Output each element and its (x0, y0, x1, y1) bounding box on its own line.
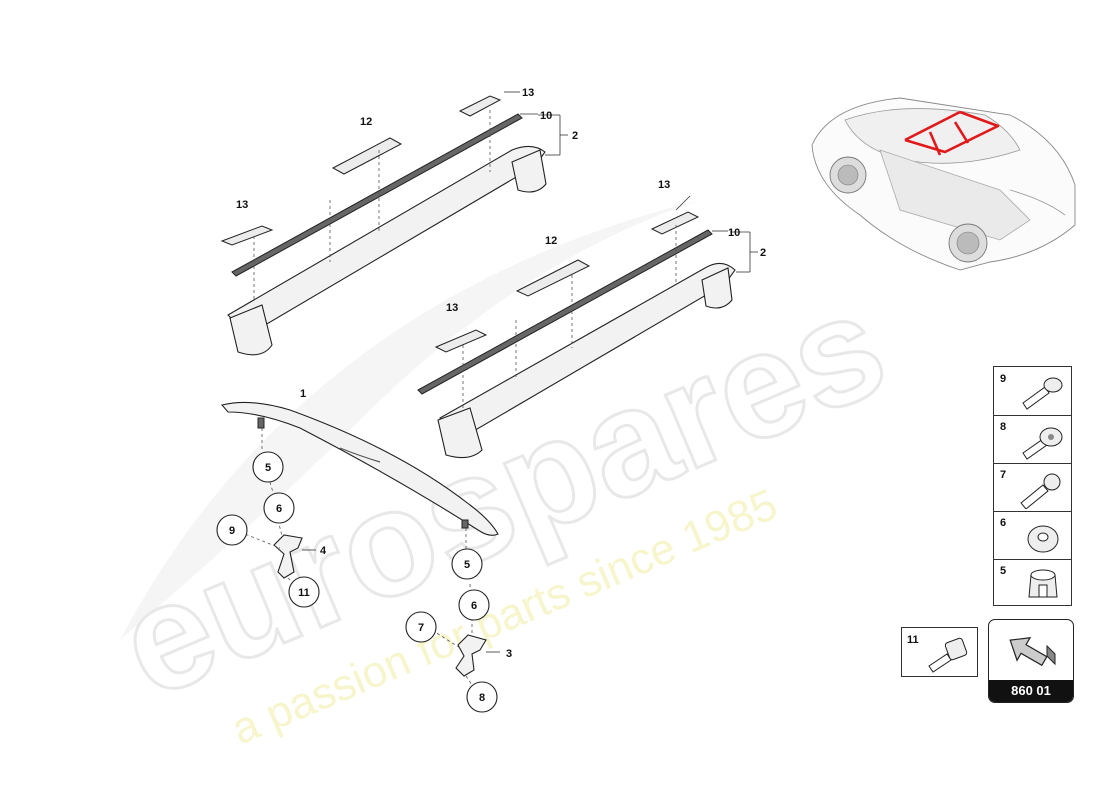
callout-labels: 1 2 2 3 4 10 10 12 12 13 13 13 13 (236, 87, 766, 660)
circle-callouts: 5 6 9 11 5 6 7 8 (216, 451, 498, 713)
callout-5-lower: 5 (464, 559, 470, 571)
legend-item-7: 7 (994, 463, 1071, 512)
flange-bolt-icon (1022, 427, 1063, 460)
crossbar-foot-right-upper (511, 149, 547, 193)
direction-arrow-icon (1009, 637, 1056, 667)
callout-13-lower-right: 13 (658, 179, 670, 191)
diagram-code-box: 860 01 (988, 619, 1074, 703)
adhesive-pad-13-lower-left (434, 329, 488, 353)
callout-7: 7 (418, 622, 424, 634)
car-thumbnail (811, 97, 1076, 271)
adhesive-pad-13-lower-right (650, 211, 700, 235)
legend-item-8: 8 (994, 415, 1071, 464)
rubber-strip-10-lower (417, 229, 713, 395)
watermark: eurospares a passion for parts since 198… (95, 200, 908, 754)
legend-item-6: 6 (994, 511, 1071, 560)
adhesive-pad-13-upper-right (458, 95, 502, 117)
callout-12-lower: 12 (545, 235, 557, 247)
hardware-legend: 9 8 7 6 5 (993, 366, 1072, 606)
callout-13-upper-left: 13 (236, 199, 248, 211)
callout-8: 8 (479, 692, 485, 704)
nut-cap-icon (1028, 569, 1058, 598)
roof-rack-highlight (904, 110, 1000, 156)
callout-3: 3 (506, 648, 512, 660)
callout-6-lower: 6 (471, 600, 477, 612)
countersunk-bolt-icon (1020, 473, 1061, 509)
callout-13-lower-left: 13 (446, 302, 458, 314)
callout-6-upper: 6 (276, 503, 282, 515)
callout-12-upper: 12 (360, 116, 372, 128)
rubber-strip-10-upper (231, 113, 523, 277)
legend-item-11: 11 (901, 627, 978, 677)
legend-item-9: 9 (994, 367, 1071, 416)
callout-4: 4 (320, 545, 327, 557)
legend-item-5: 5 (994, 559, 1071, 607)
bolt-icon (928, 637, 968, 673)
callout-10-upper: 10 (540, 110, 552, 122)
roof-rail (221, 401, 499, 552)
callout-13-upper-right: 13 (522, 87, 534, 99)
group-brackets (504, 91, 758, 273)
callout-11: 11 (298, 587, 310, 599)
diagram-code: 860 01 (989, 680, 1073, 702)
adhesive-pad-12-upper (331, 137, 403, 175)
callout-5-upper: 5 (265, 462, 271, 474)
crossbar-upper (220, 95, 547, 356)
crossbar-foot-right-lower (701, 267, 733, 309)
adhesive-pad-13-upper-left (220, 225, 274, 246)
bolt-icon (1022, 377, 1063, 410)
callout-2-lower: 2 (760, 247, 766, 259)
crossbar-lower (417, 211, 736, 459)
crossbar-foot-left-upper (229, 304, 273, 356)
roof-rail-body (221, 401, 499, 536)
callout-2-upper: 2 (572, 130, 578, 142)
callout-1: 1 (300, 388, 306, 400)
callout-9: 9 (229, 525, 235, 537)
adhesive-pad-12-lower (515, 259, 591, 297)
crossbar-foot-left-lower (437, 407, 483, 459)
callout-10-lower: 10 (728, 227, 740, 239)
washer-icon (1027, 525, 1059, 553)
